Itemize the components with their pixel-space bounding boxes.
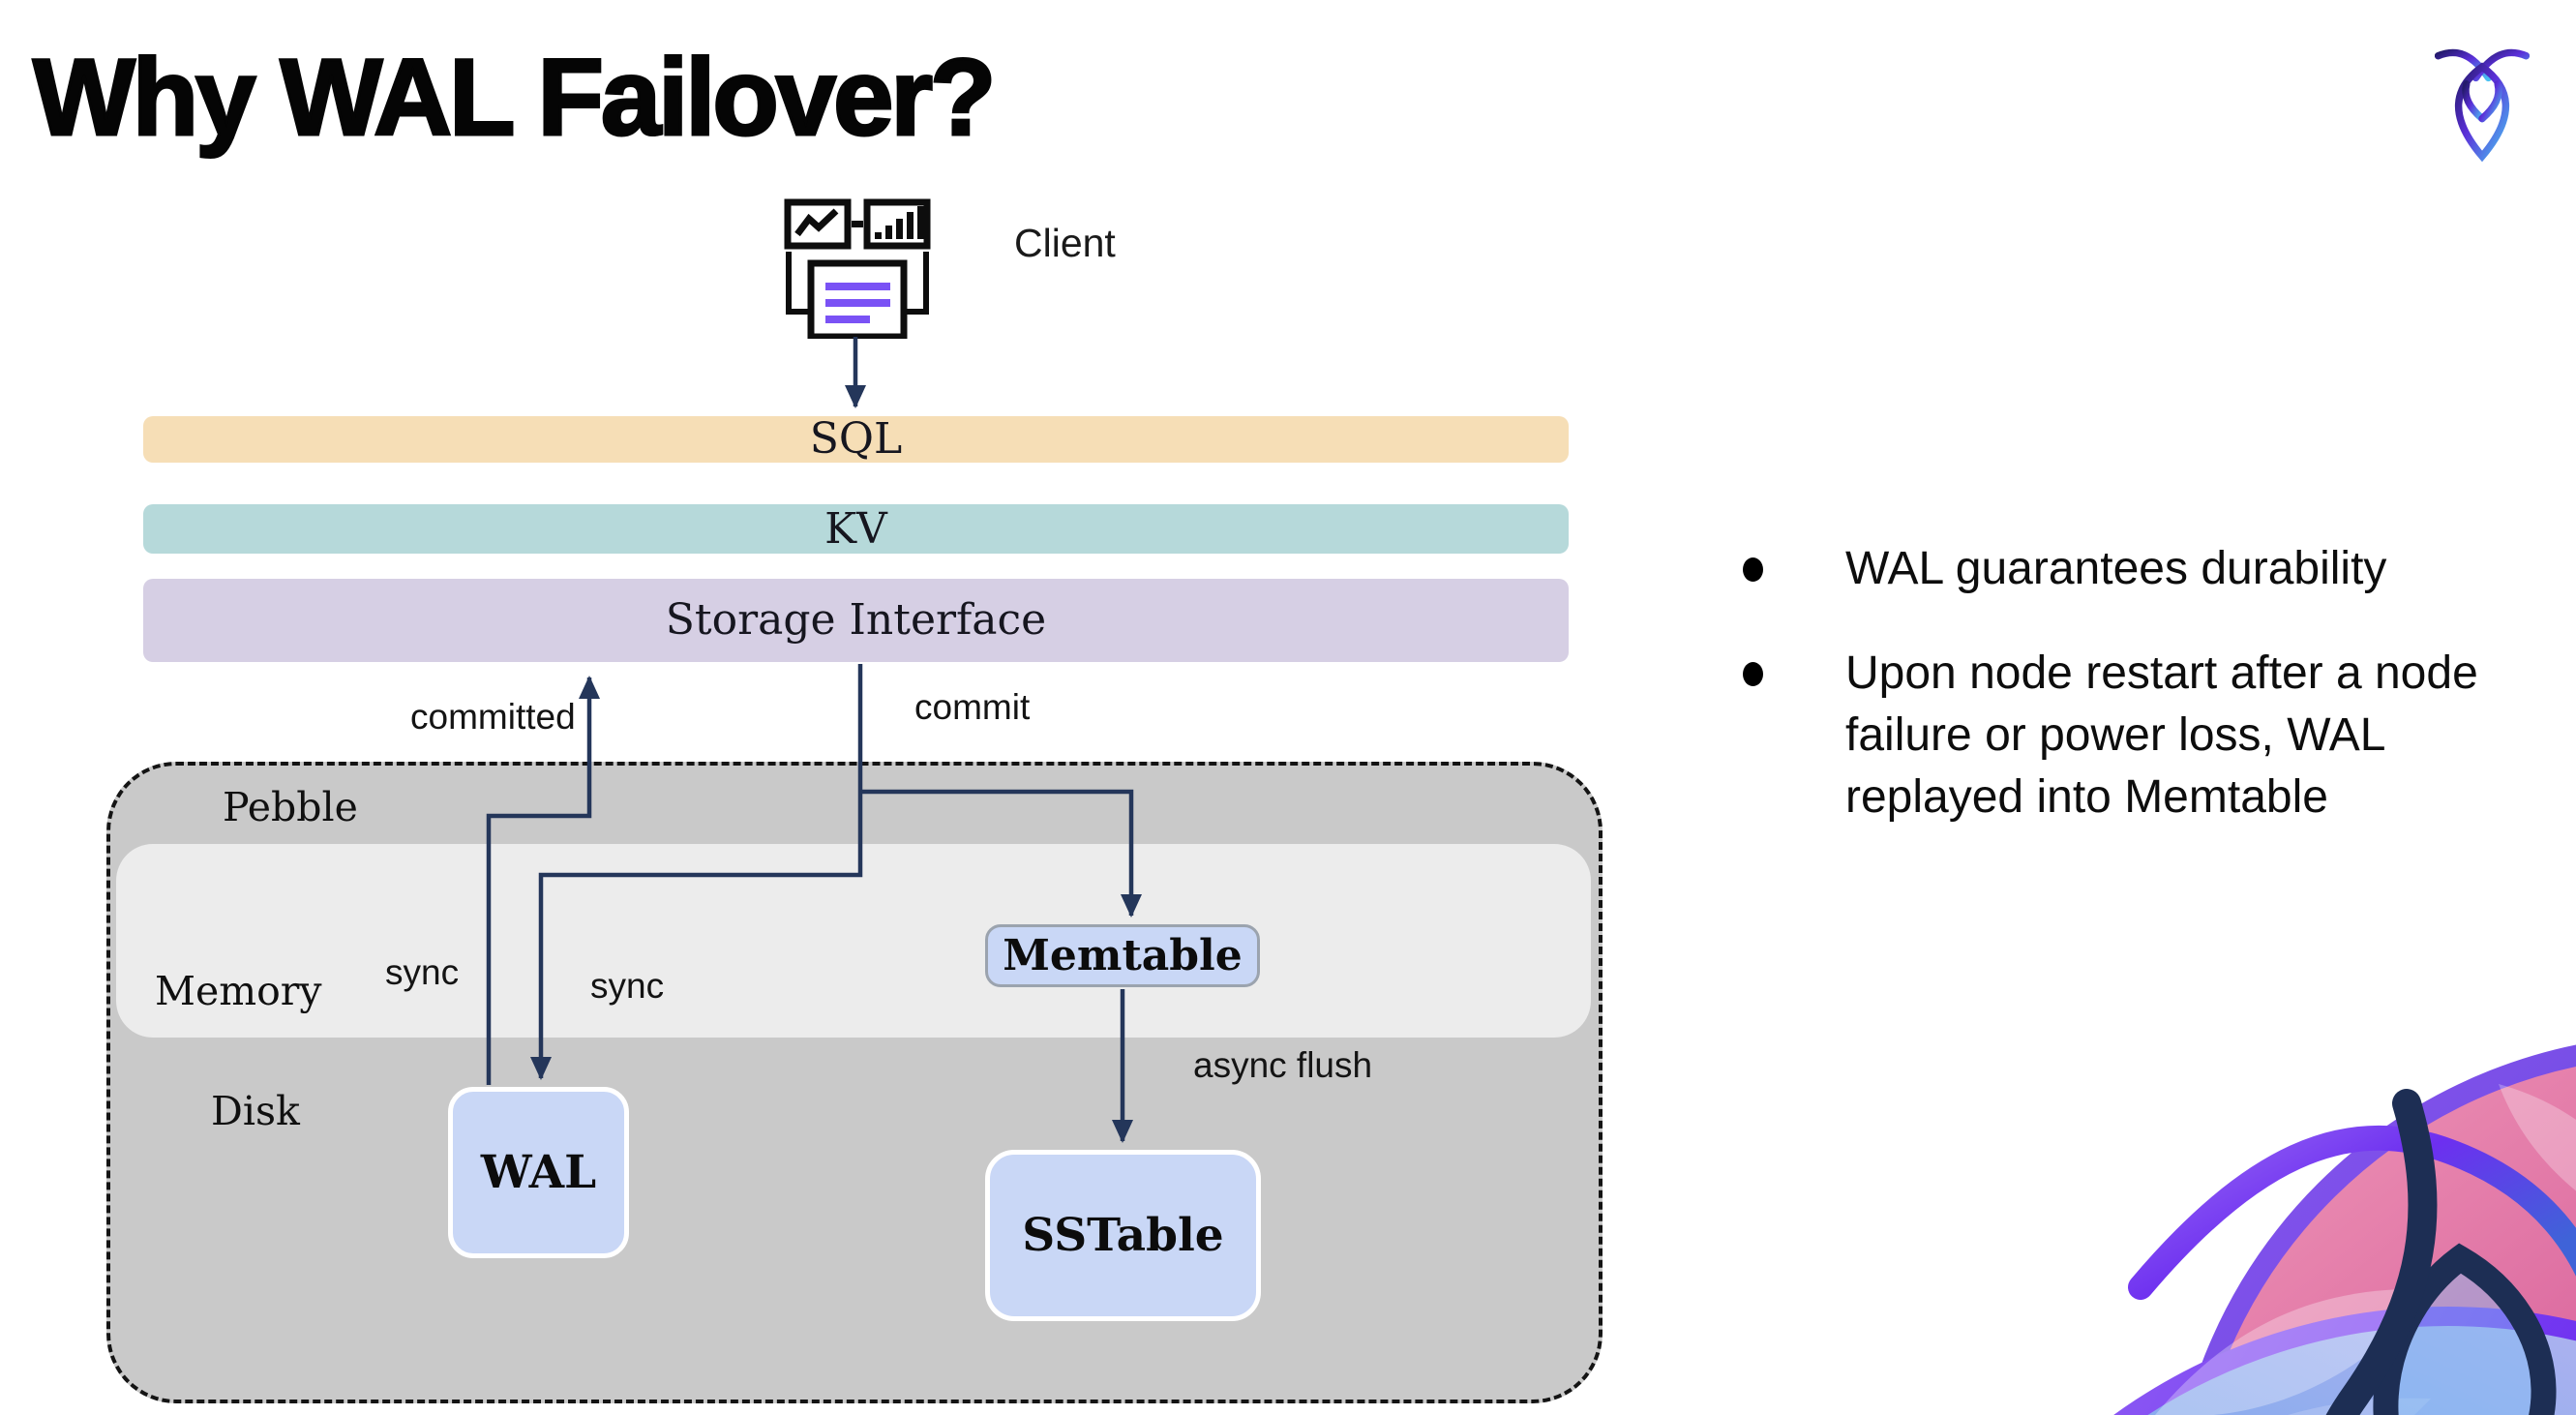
bullet-text: WAL guarantees durability bbox=[1845, 543, 2387, 594]
line-chart-glyph bbox=[794, 208, 839, 237]
sstable-node: SSTable bbox=[985, 1150, 1261, 1321]
commit-edge-label: commit bbox=[914, 687, 1031, 727]
memory-band bbox=[116, 844, 1591, 1038]
bullet-dot bbox=[1743, 557, 1763, 582]
memtable-node: Memtable bbox=[985, 924, 1260, 987]
bracket-glyphs bbox=[786, 252, 929, 315]
sync-left-edge-label: sync bbox=[385, 952, 460, 992]
disk-label: Disk bbox=[211, 1088, 300, 1134]
list-item: Upon node restart after a node failure o… bbox=[1737, 643, 2521, 828]
bullet-dot bbox=[1743, 662, 1763, 686]
async-flush-edge-label: async flush bbox=[1193, 1045, 1373, 1085]
list-item: WAL guarantees durability bbox=[1737, 538, 2521, 600]
committed-edge-label: committed bbox=[410, 697, 576, 737]
client-dashboard-icon bbox=[774, 194, 939, 339]
memory-label: Memory bbox=[155, 968, 322, 1014]
cockroachdb-brand-art bbox=[1995, 968, 2576, 1415]
client-label: Client bbox=[1014, 221, 1116, 265]
layer-kv: KV bbox=[143, 504, 1569, 554]
layer-sql: SQL bbox=[143, 416, 1569, 463]
pebble-label: Pebble bbox=[223, 784, 358, 830]
cockroachdb-logo-icon bbox=[2435, 46, 2530, 163]
bar-chart-glyph bbox=[875, 206, 924, 239]
document-lines bbox=[825, 283, 890, 323]
sync-right-edge-label: sync bbox=[590, 966, 665, 1006]
page-title: Why WAL Failover? bbox=[31, 37, 997, 158]
layer-storage-interface: Storage Interface bbox=[143, 579, 1569, 662]
bullet-text: Upon node restart after a node failure o… bbox=[1845, 647, 2478, 823]
dash-connector bbox=[852, 221, 863, 227]
wal-node: WAL bbox=[448, 1087, 629, 1258]
bullet-list: WAL guarantees durability Upon node rest… bbox=[1737, 538, 2521, 871]
